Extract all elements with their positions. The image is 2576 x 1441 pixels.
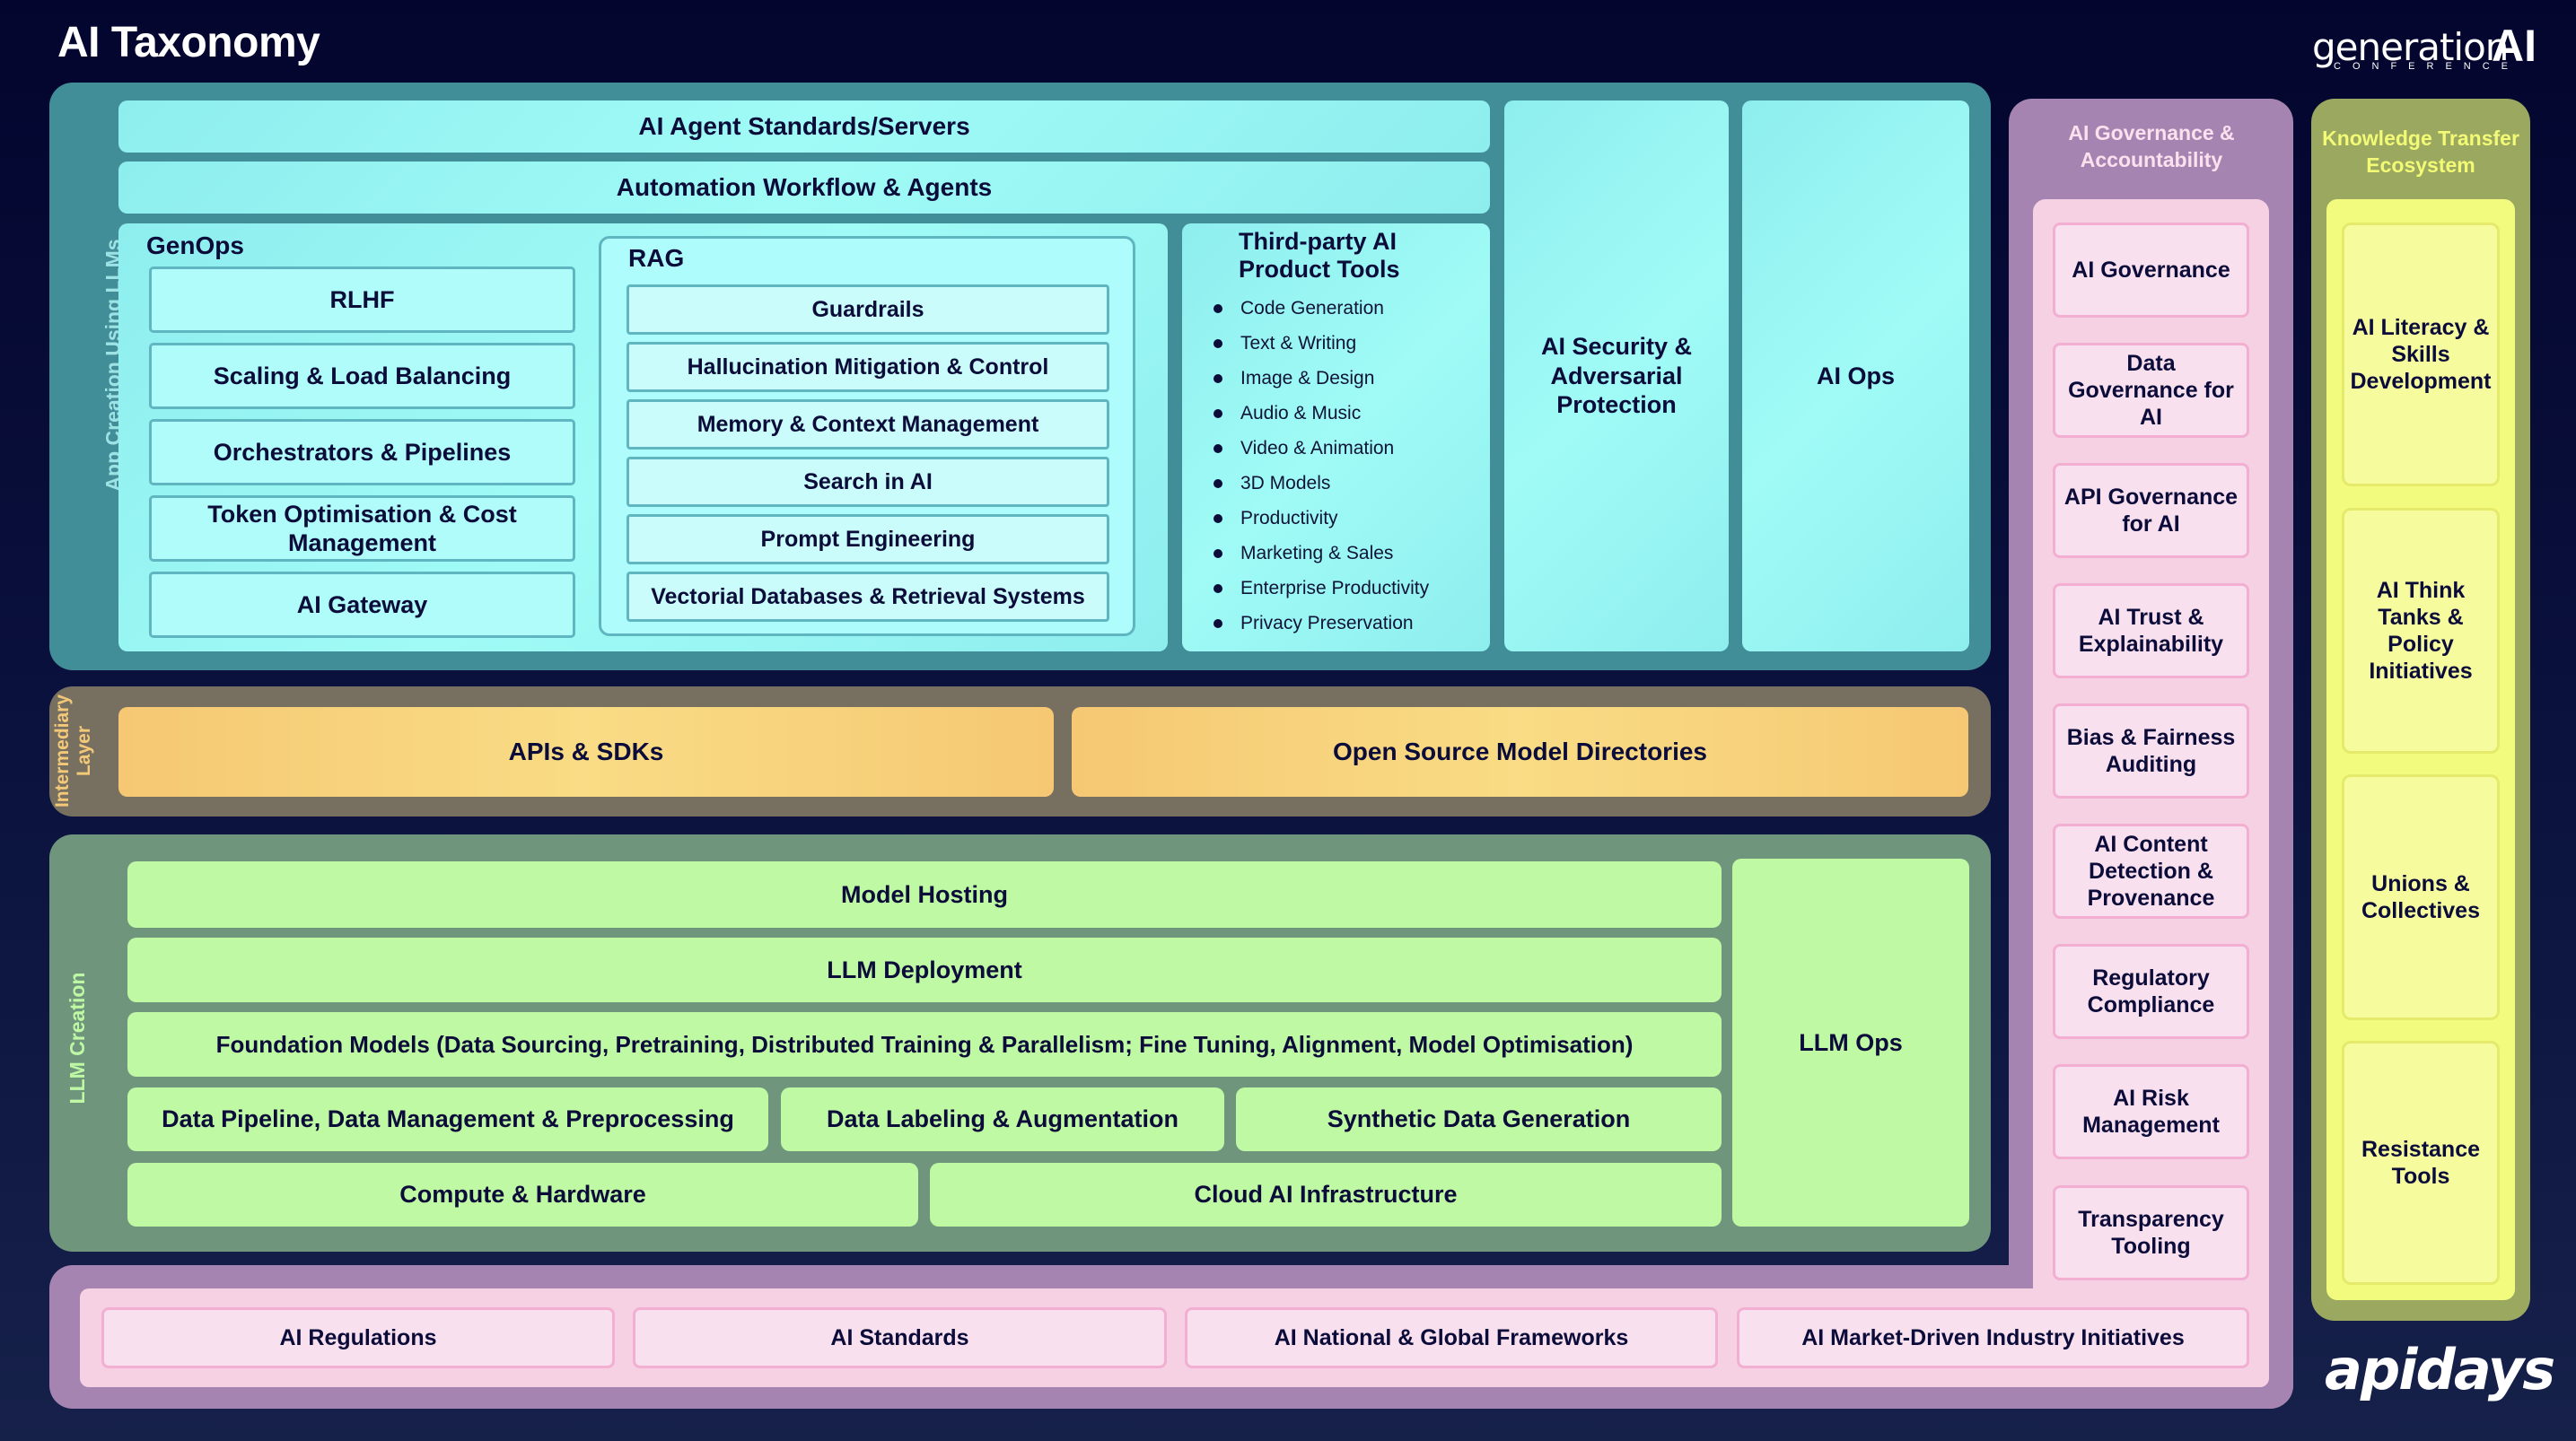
governance-item[interactable]: Data Governance for AI <box>2053 343 2249 438</box>
governance-title: AI Governance & Accountability <box>2068 121 2235 171</box>
logo-sub: CONFERENCE <box>2334 61 2520 72</box>
rag-item[interactable]: Guardrails <box>626 284 1109 335</box>
governance-item[interactable]: API Governance for AI <box>2053 463 2249 558</box>
third-party-item[interactable]: 3D Models <box>1212 466 1481 501</box>
apidays-logo: apidays <box>2325 1337 2555 1402</box>
third-party-box <box>1182 223 1490 651</box>
third-party-item[interactable]: Code Generation <box>1212 291 1481 326</box>
genops-item[interactable]: AI Gateway <box>149 572 575 638</box>
genops-item[interactable]: Scaling & Load Balancing <box>149 343 575 409</box>
governance-item[interactable]: AI Content Detection & Provenance <box>2053 824 2249 919</box>
knowledge-item[interactable]: Resistance Tools <box>2342 1041 2500 1285</box>
cloud-infrastructure-box[interactable]: Cloud AI Infrastructure <box>930 1163 1722 1227</box>
governance-item[interactable]: Transparency Tooling <box>2053 1185 2249 1280</box>
generation-ai-logo: generation AI CONFERENCE <box>2312 21 2537 72</box>
third-party-item[interactable]: Video & Animation <box>1212 431 1481 466</box>
intermediary-label: Intermediary Layer <box>52 694 95 808</box>
genops-title: GenOps <box>146 231 244 259</box>
rag-item[interactable]: Vectorial Databases & Retrieval Systems <box>626 572 1109 622</box>
regulation-item[interactable]: AI Regulations <box>101 1307 615 1368</box>
knowledge-item[interactable]: AI Literacy & Skills Development <box>2342 223 2500 486</box>
third-party-item[interactable]: Productivity <box>1212 501 1481 536</box>
model-hosting-box[interactable]: Model Hosting <box>127 861 1722 928</box>
page-title: AI Taxonomy <box>57 19 320 66</box>
open-source-directories-box[interactable]: Open Source Model Directories <box>1072 707 1968 797</box>
logo-ai: AI <box>2492 21 2537 71</box>
governance-item[interactable]: AI Risk Management <box>2053 1064 2249 1159</box>
ai-security-box[interactable]: AI Security & Adversarial Protection <box>1504 100 1729 651</box>
logo-word: generation <box>2312 25 2509 69</box>
rag-item[interactable]: Hallucination Mitigation & Control <box>626 342 1109 392</box>
compute-hardware-box[interactable]: Compute & Hardware <box>127 1163 918 1227</box>
data-labeling-box[interactable]: Data Labeling & Augmentation <box>781 1087 1224 1151</box>
governance-item[interactable]: AI Governance <box>2053 223 2249 318</box>
third-party-item[interactable]: Text & Writing <box>1212 326 1481 361</box>
genops-item[interactable]: Orchestrators & Pipelines <box>149 419 575 485</box>
regulation-item[interactable]: AI National & Global Frameworks <box>1185 1307 1718 1368</box>
rag-title: RAG <box>628 244 685 272</box>
knowledge-item[interactable]: Unions & Collectives <box>2342 774 2500 1020</box>
third-party-item[interactable]: Image & Design <box>1212 361 1481 396</box>
genops-item[interactable]: RLHF <box>149 266 575 333</box>
llm-creation-label: LLM Creation <box>66 972 89 1105</box>
knowledge-title: Knowledge Transfer Ecosystem <box>2322 127 2519 177</box>
rag-item[interactable]: Prompt Engineering <box>626 514 1109 564</box>
knowledge-item[interactable]: AI Think Tanks & Policy Initiatives <box>2342 508 2500 754</box>
llm-deployment-box[interactable]: LLM Deployment <box>127 938 1722 1002</box>
rag-item[interactable]: Memory & Context Management <box>626 399 1109 450</box>
automation-workflow-row[interactable]: Automation Workflow & Agents <box>118 162 1490 214</box>
governance-item[interactable]: AI Trust & Explainability <box>2053 583 2249 678</box>
agent-standards-row[interactable]: AI Agent Standards/Servers <box>118 100 1490 153</box>
third-party-item[interactable]: Enterprise Productivity <box>1212 571 1481 606</box>
ai-ops-box[interactable]: AI Ops <box>1742 100 1969 651</box>
foundation-models-box[interactable]: Foundation Models (Data Sourcing, Pretra… <box>127 1012 1722 1077</box>
regulation-item[interactable]: AI Standards <box>633 1307 1167 1368</box>
data-pipeline-box[interactable]: Data Pipeline, Data Management & Preproc… <box>127 1087 768 1151</box>
genops-item[interactable]: Token Optimisation & Cost Management <box>149 495 575 562</box>
third-party-item[interactable]: Privacy Preservation <box>1212 606 1481 641</box>
third-party-title: Third-party AI Product Tools <box>1239 228 1400 284</box>
governance-item[interactable]: Bias & Fairness Auditing <box>2053 703 2249 799</box>
third-party-item[interactable]: Audio & Music <box>1212 396 1481 431</box>
third-party-item[interactable]: Marketing & Sales <box>1212 536 1481 571</box>
regulation-item[interactable]: AI Market-Driven Industry Initiatives <box>1737 1307 2249 1368</box>
llm-ops-box[interactable]: LLM Ops <box>1732 859 1969 1227</box>
rag-item[interactable]: Search in AI <box>626 457 1109 507</box>
third-party-list: Code Generation Text & Writing Image & D… <box>1212 291 1481 641</box>
governance-item[interactable]: Regulatory Compliance <box>2053 944 2249 1039</box>
synthetic-data-box[interactable]: Synthetic Data Generation <box>1236 1087 1722 1151</box>
apis-sdks-box[interactable]: APIs & SDKs <box>118 707 1054 797</box>
